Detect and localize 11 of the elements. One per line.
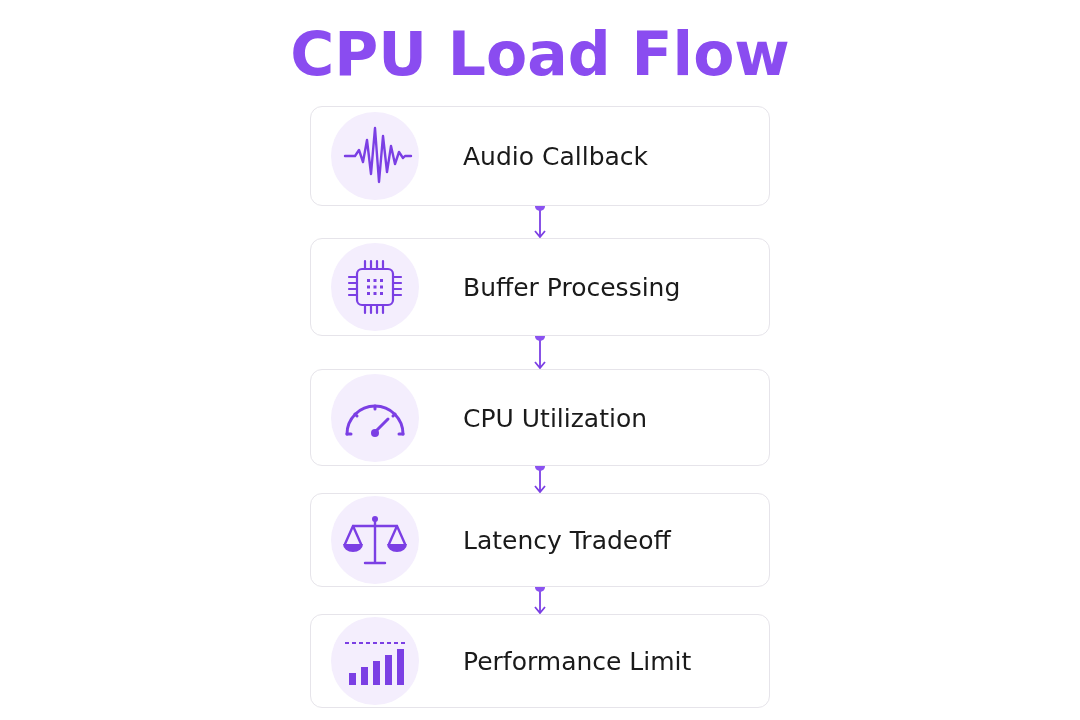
- step-card: [310, 614, 770, 708]
- step-card: [310, 493, 770, 587]
- step-label: Audio Callback: [463, 141, 649, 171]
- title: CPU Load Flow: [289, 18, 791, 91]
- step-label: Performance Limit: [463, 646, 692, 676]
- step-card: [310, 106, 770, 206]
- step-card: [310, 238, 770, 336]
- step-label: Latency Tradeoff: [463, 525, 671, 555]
- step-label: CPU Utilization: [463, 403, 648, 432]
- step-label: Buffer Processing: [463, 272, 681, 302]
- step-card: [310, 369, 770, 466]
